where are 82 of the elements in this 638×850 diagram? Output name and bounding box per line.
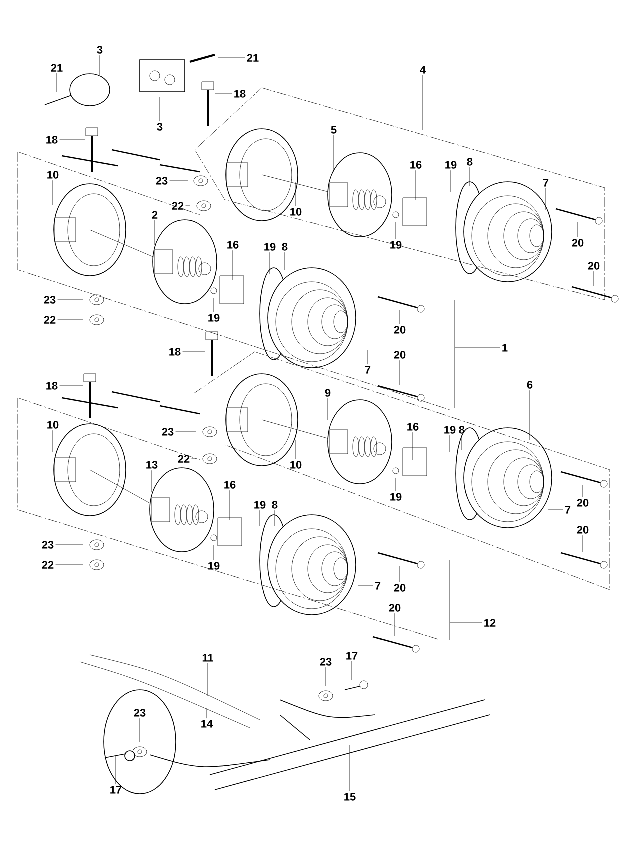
callout-number: 3	[97, 46, 103, 54]
callout-number: 10	[48, 421, 59, 429]
callout-number: 2	[152, 211, 158, 219]
callout-number: 20	[394, 584, 406, 592]
callout-number: 20	[572, 239, 584, 247]
callout-number: 22	[178, 455, 190, 463]
leader-line	[206, 708, 208, 719]
callout-number: 19	[446, 161, 457, 169]
callout-number: 12	[484, 619, 496, 627]
callout-number: 22	[42, 561, 54, 569]
callout-number: 10	[290, 461, 302, 469]
callout-number: 19	[390, 493, 402, 501]
callout-number: 18	[170, 348, 181, 356]
callout-number: 1	[502, 344, 508, 352]
callout-number: 19	[390, 241, 402, 249]
callout-number: 10	[290, 208, 302, 216]
leader-line	[56, 564, 84, 566]
leader-line	[232, 250, 234, 280]
leader-line	[154, 220, 156, 246]
callout-number: 11	[202, 654, 214, 662]
callout-number: 8	[282, 243, 288, 251]
callout-number: 20	[394, 326, 406, 334]
callout-number: 23	[44, 296, 56, 304]
leader-line	[582, 535, 584, 552]
callout-number: 8	[272, 501, 278, 509]
leader-line	[56, 73, 58, 92]
callout-number: 17	[346, 652, 358, 660]
leader-line	[394, 613, 396, 636]
callout-number: 16	[224, 481, 236, 489]
callout-number: 14	[202, 720, 214, 728]
callout-number: 23	[134, 709, 146, 717]
leader-line	[170, 180, 188, 182]
callout-number: 13	[146, 461, 158, 469]
callout-number: 19	[208, 562, 220, 570]
callout-number: 16	[408, 423, 419, 431]
callout-number: 8	[467, 158, 473, 166]
leader-line	[52, 430, 54, 452]
leader-line	[192, 458, 196, 460]
callout-number: 19	[254, 501, 266, 509]
callout-number: 8	[459, 426, 465, 434]
callout-number: 18	[234, 90, 246, 98]
leader-line	[450, 622, 482, 624]
callout-number: 4	[420, 66, 426, 74]
callout-number: 7	[565, 506, 571, 514]
callout-number: 18	[46, 136, 58, 144]
callout-number: 20	[588, 262, 600, 270]
callout-number: 23	[162, 428, 174, 436]
leader-line	[582, 484, 584, 498]
callout-number: 20	[577, 499, 589, 507]
callout-number: 5	[331, 126, 337, 134]
leader-line	[274, 510, 276, 526]
callout-number: 20	[577, 526, 589, 534]
callout-number: 23	[320, 658, 332, 666]
callout-number: 3	[157, 123, 163, 131]
callout-number: 23	[156, 177, 168, 185]
callout-number: 16	[228, 241, 239, 249]
callout-number: 20	[394, 351, 406, 359]
callout-number: 9	[325, 389, 331, 397]
leader-line	[56, 544, 84, 546]
callout-number: 15	[344, 793, 356, 801]
callout-number: 7	[543, 179, 549, 187]
leader-line	[450, 170, 452, 192]
callout-number: 21	[51, 64, 63, 72]
callout-number: 7	[375, 582, 381, 590]
callout-number: 19	[264, 243, 276, 251]
callout-number: 19	[444, 426, 456, 434]
leader-line	[52, 180, 54, 206]
callout-number: 21	[247, 54, 259, 62]
callout-number: 22	[44, 316, 56, 324]
callout-number: 23	[42, 541, 54, 549]
callout-number: 20	[389, 604, 401, 612]
callout-number: 6	[527, 381, 533, 389]
leader-line	[284, 252, 286, 270]
callout-number: 19	[208, 314, 220, 322]
leader-line	[412, 432, 414, 460]
callout-number: 22	[172, 202, 184, 210]
leader-line	[422, 75, 424, 130]
callout-number: 7	[365, 366, 371, 374]
callout-number: 18	[46, 382, 58, 390]
callout-number: 17	[110, 786, 122, 794]
callout-number: 16	[410, 161, 422, 169]
callout-number: 10	[48, 171, 59, 179]
